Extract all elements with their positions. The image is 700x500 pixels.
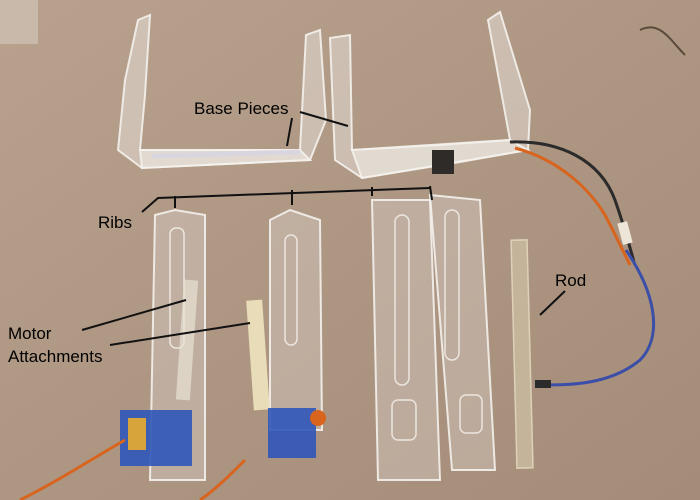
label-ribs: Ribs <box>98 213 133 232</box>
rib-3 <box>370 199 442 481</box>
stray-thread <box>639 26 686 56</box>
base-piece-left-tape <box>151 149 301 159</box>
label-rod: Rod <box>555 271 587 290</box>
rib-4 <box>428 193 497 471</box>
servo-right-gear <box>310 410 326 426</box>
label-motor-attachments-line1: Motor <box>8 324 52 343</box>
annotation-lines <box>81 111 566 346</box>
label-motor-attachments-line2: Attachments <box>8 347 103 366</box>
servo-right <box>268 408 316 458</box>
rod-leader <box>539 290 566 316</box>
ribs-bracket <box>141 187 431 213</box>
corner-object <box>0 0 38 44</box>
label-base-pieces: Base Pieces <box>194 99 289 118</box>
servo-left-sticker <box>128 418 146 450</box>
servo-wire-left <box>19 438 126 500</box>
wire-orange <box>514 146 632 266</box>
motor-attachment-right <box>246 299 270 411</box>
rod-shape <box>510 239 534 469</box>
rib-2 <box>269 208 324 431</box>
wire-end <box>535 380 551 388</box>
base-pieces-leader-right <box>299 111 349 127</box>
motor-leader-right <box>109 322 251 346</box>
wire-sleeve <box>617 221 633 245</box>
motor-attachment-left <box>175 279 199 401</box>
servo-wire-right <box>199 458 247 500</box>
motor-leader-left <box>81 299 187 331</box>
wire-blue <box>539 249 656 387</box>
rib-slots <box>169 209 483 441</box>
switch-component <box>432 150 454 174</box>
base-pieces-leader-left <box>286 117 293 147</box>
